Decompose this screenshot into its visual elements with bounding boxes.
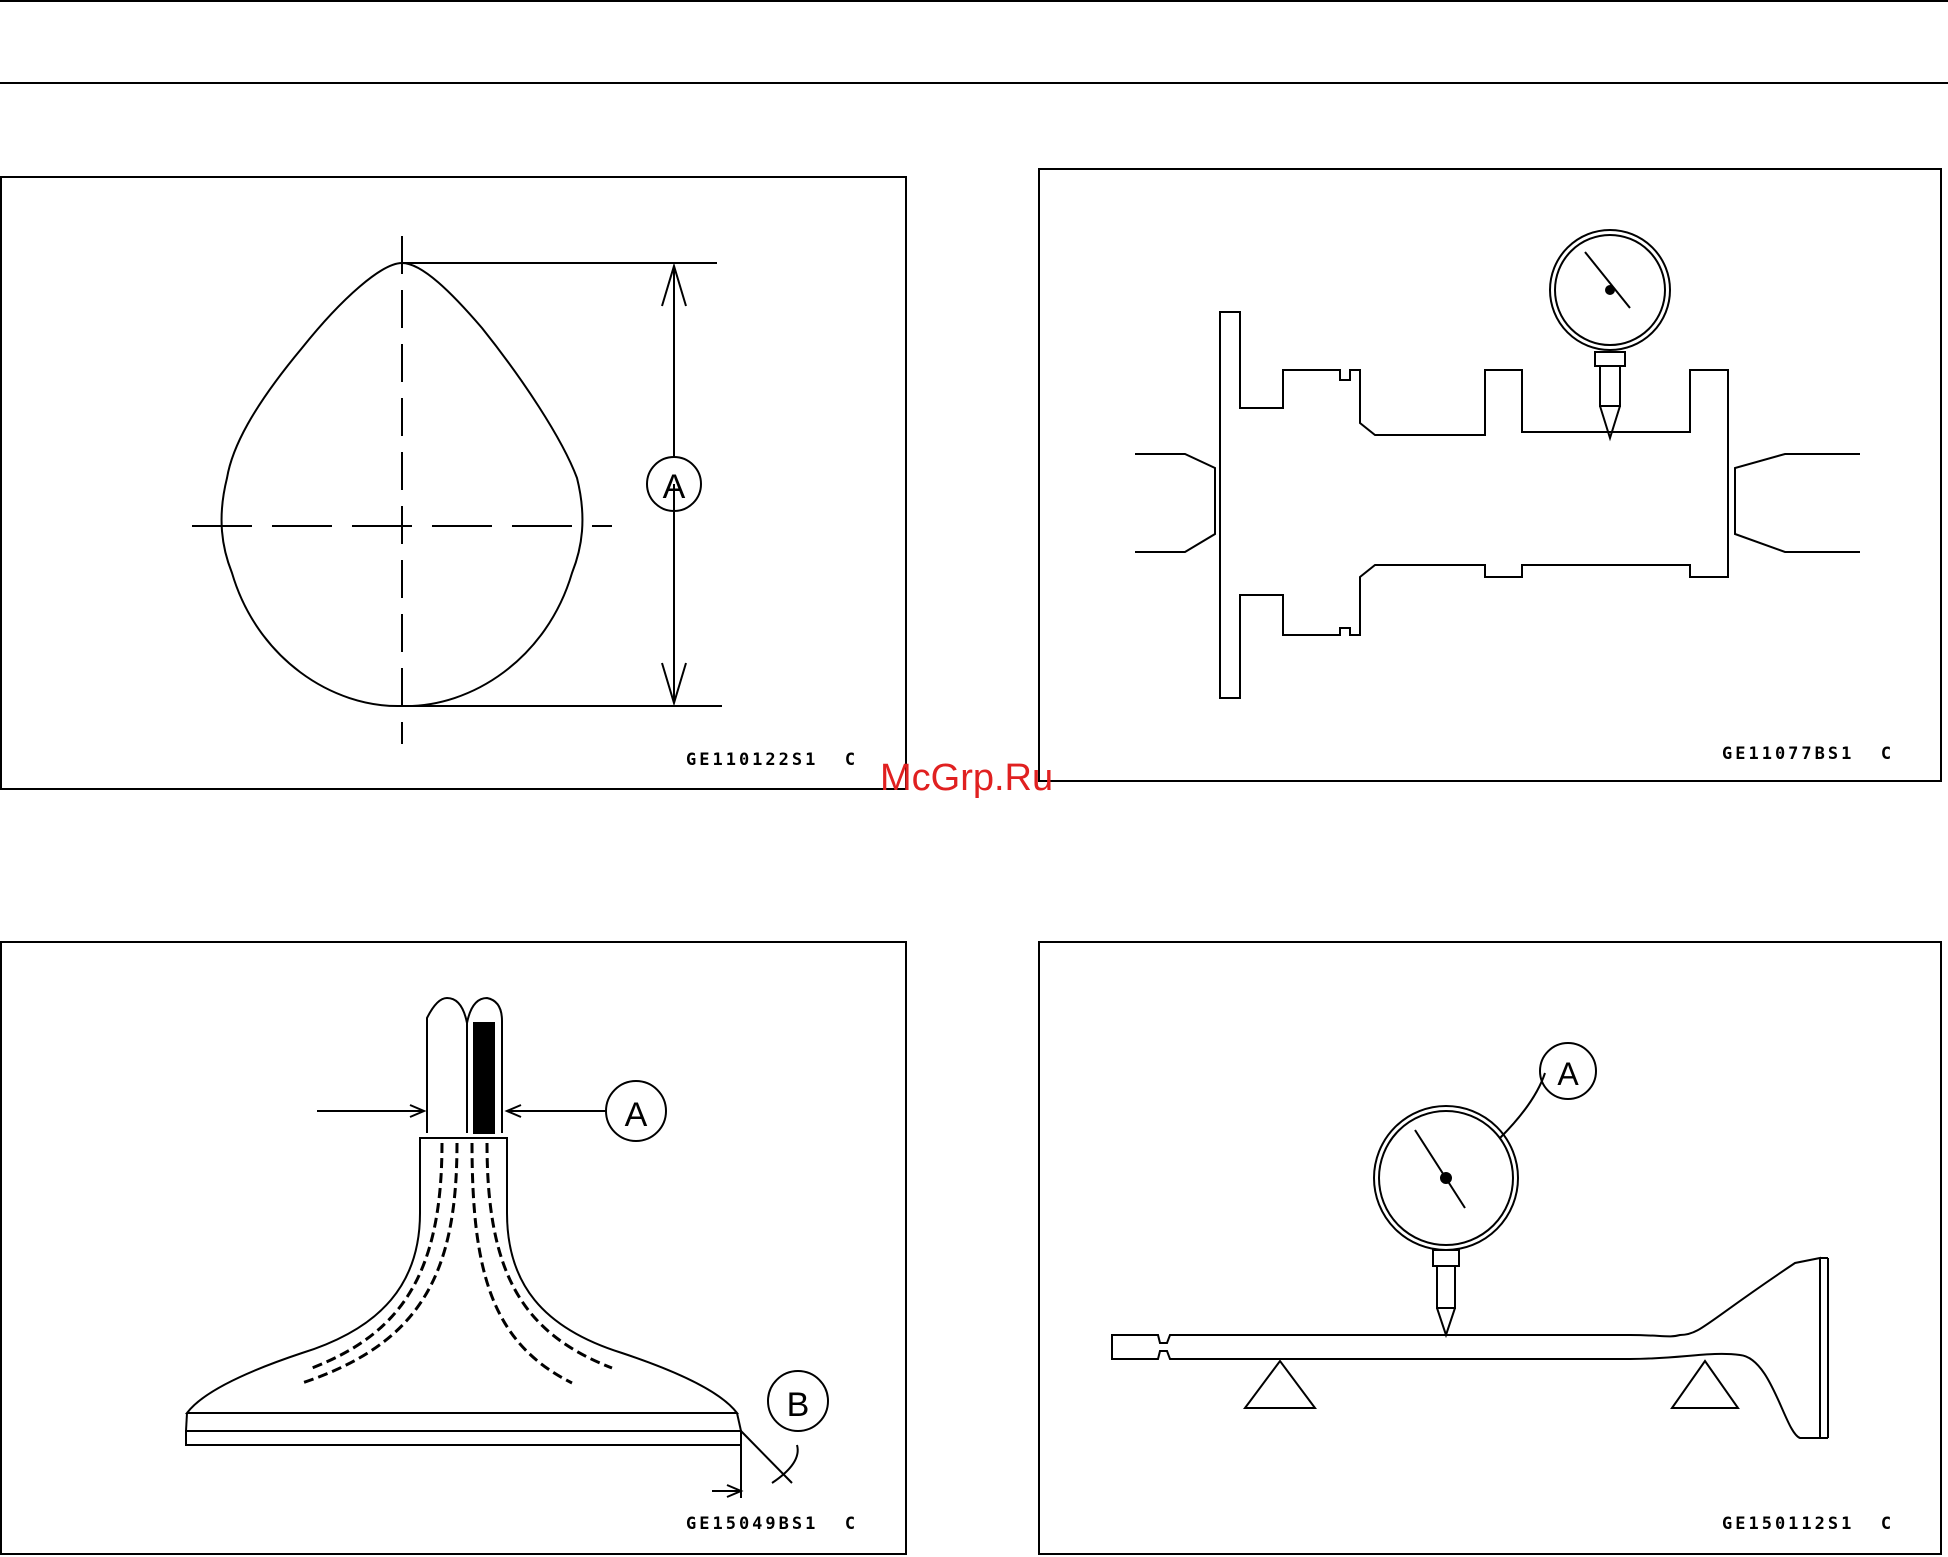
figure-code: GE15049BS1 C — [686, 1514, 858, 1534]
label-a: A — [663, 468, 686, 506]
figure-cam-lobe: A GE110122S1 C — [0, 176, 907, 790]
figure-code: GE150112S1 C — [1722, 1514, 1894, 1534]
header-rule — [0, 82, 1948, 84]
top-rule — [0, 0, 1948, 2]
label-a: A — [625, 1096, 648, 1134]
watermark: McGrp.Ru — [880, 757, 1053, 800]
camshaft-runout-diagram — [1040, 170, 1944, 784]
label-b: B — [787, 1386, 810, 1424]
figure-code: GE11077BS1 C — [1722, 744, 1894, 764]
valve-stem-runout-diagram: A — [1040, 943, 1944, 1557]
cam-lobe-diagram: A — [2, 178, 909, 792]
label-a: A — [1557, 1056, 1579, 1092]
figure-valve-head: A B GE15049BS1 C — [0, 941, 907, 1555]
figure-camshaft-runout: GE11077BS1 C — [1038, 168, 1942, 782]
valve-head-diagram: A B — [2, 943, 909, 1557]
figure-valve-stem-runout: A GE150112S1 C — [1038, 941, 1942, 1555]
figure-code: GE110122S1 C — [686, 750, 858, 770]
